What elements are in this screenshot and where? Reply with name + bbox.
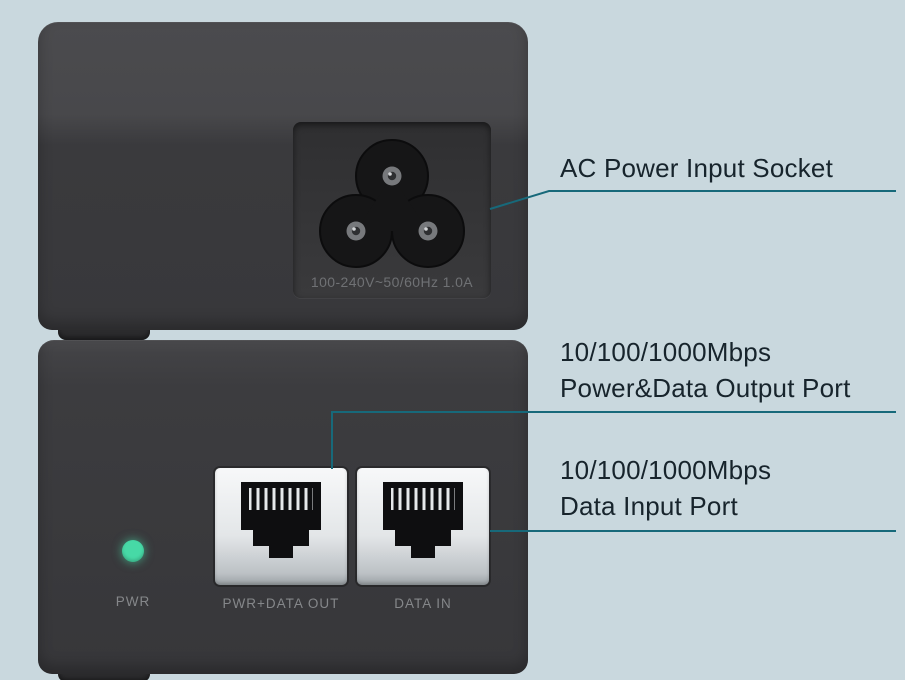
port-label-data-in: DATA IN [394, 596, 452, 611]
ac-socket-pin [382, 166, 402, 186]
callout-text-line: Data Input Port [560, 491, 738, 521]
callout-data-input-port: 10/100/1000Mbps Data Input Port [560, 452, 771, 524]
port-label-pwr-data-out: PWR+DATA OUT [222, 596, 340, 611]
ac-power-socket [319, 139, 465, 268]
rj45-port-data-in [357, 468, 489, 585]
ac-socket-recess: 100-240V~50/60Hz 1.0A [293, 122, 491, 298]
rj45-jack [383, 482, 463, 558]
callout-text-line: 10/100/1000Mbps [560, 455, 772, 485]
callout-text-line: AC Power Input Socket [560, 153, 833, 183]
pwr-label: PWR [115, 594, 151, 609]
callout-ac-power-input-socket: AC Power Input Socket [560, 150, 833, 186]
callout-power-data-output-port: 10/100/1000Mbps Power&Data Output Port [560, 334, 851, 406]
ac-socket-pin [418, 221, 438, 241]
rj45-jack [241, 482, 321, 558]
callout-text-line: Power&Data Output Port [560, 373, 851, 403]
rj45-port-power-data-out [215, 468, 347, 585]
callout-line-ac-socket [489, 190, 896, 210]
ac-socket-pin [346, 221, 366, 241]
callout-text-line: 10/100/1000Mbps [560, 337, 772, 367]
power-rating-label: 100-240V~50/60Hz 1.0A [310, 274, 474, 290]
injector-top-unit: 100-240V~50/60Hz 1.0A [38, 22, 528, 330]
injector-bottom-unit: PWR PWR+DATA OUT [38, 340, 528, 674]
power-led [122, 540, 144, 562]
